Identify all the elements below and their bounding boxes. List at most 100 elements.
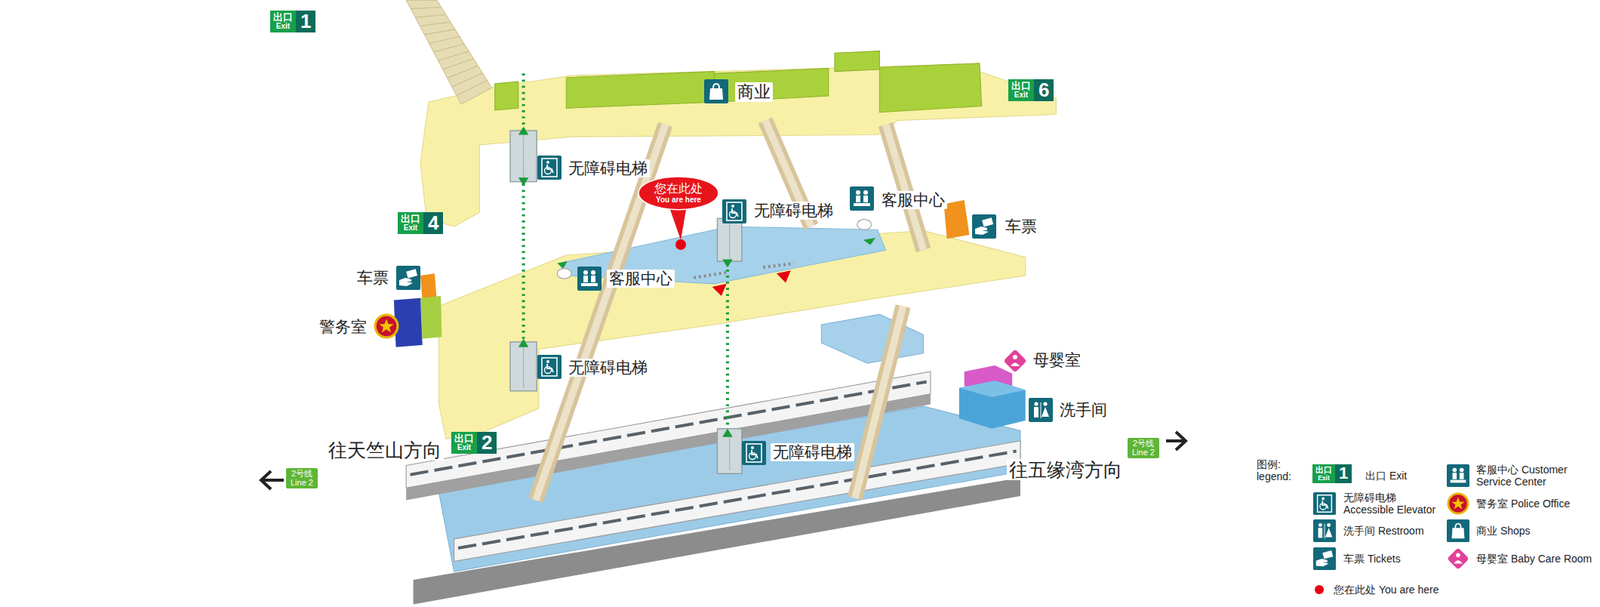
line-badge: 2号线 Line 2: [1127, 437, 1160, 459]
elevator-door: [729, 221, 730, 259]
exit-en: Exit: [276, 22, 290, 31]
legend-text: 母婴室 Baby Care Room: [1476, 552, 1593, 565]
exit-sign-label: 出口Exit: [1008, 79, 1034, 102]
exit-cn: 出口: [273, 12, 293, 23]
counter: [853, 203, 871, 207]
exit-cn: 出口: [1315, 465, 1333, 475]
legend-swatch: [1314, 584, 1324, 594]
exit-sign: 出口Exit4: [397, 212, 444, 234]
flow-arrow: [712, 283, 727, 296]
person-body: [590, 275, 596, 283]
man-body: [1318, 527, 1324, 538]
service-icon: [577, 266, 602, 291]
ticket-card: [981, 217, 994, 227]
exit-sign: 出口Exit6: [1008, 79, 1054, 102]
icon-bg: [537, 354, 562, 379]
counter: [1450, 480, 1467, 484]
wheelchair-head: [750, 446, 754, 450]
baby-icon-bg: [1003, 348, 1027, 373]
line-name: 2号线 Line 2: [289, 469, 315, 487]
icon-bg: [722, 199, 747, 224]
baby-icon: [1003, 348, 1027, 373]
elevator-arrow: [518, 126, 530, 136]
person-head: [863, 190, 868, 195]
line-badge: 2号线 Line 2: [286, 467, 318, 489]
exit-en: Exit: [403, 224, 418, 233]
elevator-arrow: [722, 428, 733, 437]
stair-step: [433, 43, 465, 53]
shop-icon: [1446, 519, 1470, 542]
map-label: 车票: [354, 268, 391, 287]
service-counter: [857, 219, 872, 231]
map-label: 无障碍电梯: [566, 159, 650, 178]
elevator-car: [510, 130, 537, 182]
person-body: [863, 195, 868, 203]
fare-gates: [763, 263, 794, 268]
elevator-arrow: [518, 338, 530, 348]
stair-landing: [821, 313, 924, 364]
exit-sign: 出口Exit1: [1312, 464, 1352, 484]
icon-bg: [1446, 519, 1470, 542]
elevator-car: [510, 341, 537, 391]
wheelchair-wheel: [1320, 503, 1327, 510]
exit-number: 6: [1033, 79, 1054, 102]
baby-icon-head: [1012, 354, 1018, 360]
service-arrow: [556, 261, 568, 268]
stair-step: [456, 80, 488, 96]
woman-body: [1325, 527, 1333, 537]
person-body: [1459, 472, 1465, 479]
legend-title: 图例: legend:: [1254, 458, 1299, 483]
icon-bg: [577, 266, 602, 291]
stair-step: [410, 7, 442, 10]
police-icon: [1448, 493, 1468, 514]
icon-bg: [1028, 397, 1053, 422]
shop-icon: [704, 79, 729, 104]
callout-en: You are here: [654, 195, 703, 205]
callout-cn: 您在此处: [654, 181, 703, 196]
shop-block: [879, 63, 982, 113]
shop-block: [834, 51, 880, 72]
elev-icon: [722, 199, 747, 224]
icon-bg: [1313, 547, 1336, 570]
icon-bg: [972, 214, 997, 239]
elevator-door: [729, 431, 730, 471]
stair-step: [443, 58, 474, 70]
ticket-hand: [975, 226, 989, 235]
fare-gates: [693, 272, 727, 278]
you-are-here-callout: 您在此处You are here: [637, 175, 720, 211]
callout-ellipse: [638, 176, 719, 210]
elevator-door: [523, 344, 524, 388]
elevator-arrow: [722, 258, 733, 268]
map-label: 车票: [1003, 217, 1040, 236]
elevator-frame: [726, 202, 742, 221]
police-badge: [375, 314, 398, 338]
exit-number: 1: [1335, 464, 1352, 484]
line-name: 2号线 Line 2: [1130, 439, 1157, 457]
elevator-arrow: [518, 177, 530, 186]
elevator-path: [726, 244, 730, 434]
shop-block: [713, 68, 828, 103]
exit-stair: [406, 0, 493, 105]
wheelchair-head: [546, 160, 550, 164]
map-label: 客服中心: [606, 269, 675, 288]
service-arrow: [863, 237, 876, 245]
person-head: [583, 270, 588, 275]
escalator-steps: [855, 306, 904, 499]
police-badge: [1448, 493, 1468, 514]
elevator-frame: [746, 443, 762, 462]
exit-number: 4: [423, 212, 444, 234]
baby-icon-bg: [1446, 547, 1469, 570]
direction-arrow: [1166, 431, 1186, 450]
baby-icon-body: [1010, 363, 1020, 367]
person-head: [1452, 467, 1458, 473]
map-label: 无障碍电梯: [770, 443, 855, 462]
person-head: [855, 190, 861, 195]
escalator-steps: [535, 124, 666, 501]
exit-sign: 出口Exit2: [451, 431, 497, 454]
counter: [581, 283, 598, 287]
woman-head: [1043, 401, 1047, 406]
elev-icon: [537, 354, 562, 379]
icon-bg: [849, 186, 874, 211]
flow-arrow: [776, 270, 791, 283]
exit-cn: 出口: [1011, 80, 1031, 92]
